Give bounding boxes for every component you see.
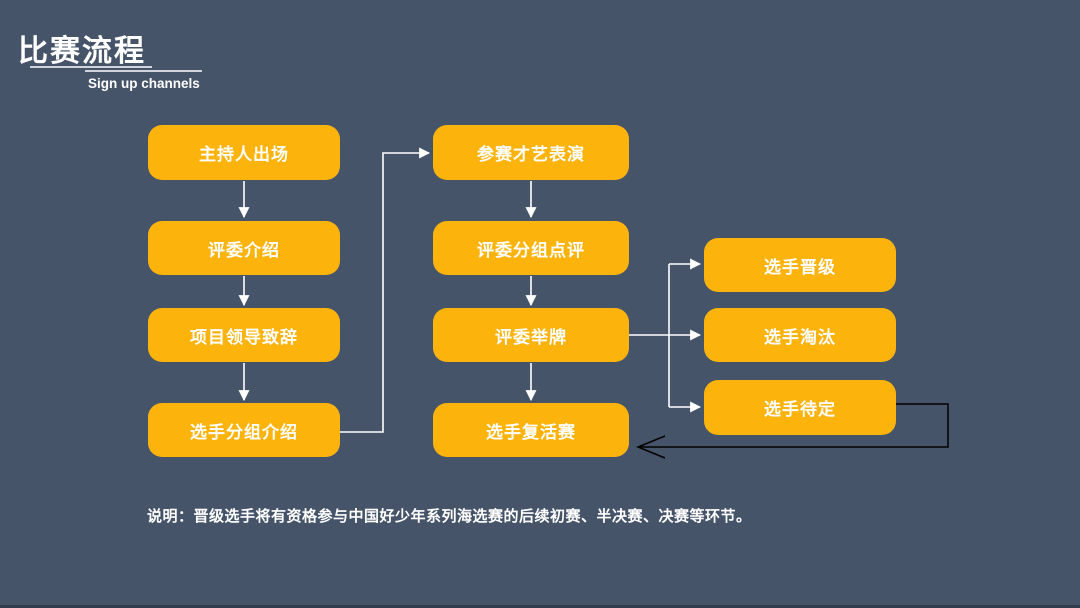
note-text: 说明：晋级选手将有资格参与中国好少年系列海选赛的后续初赛、半决赛、决赛等环节。: [147, 508, 752, 525]
node-leader-speech: 项目领导致辞: [148, 308, 340, 362]
node-player-pending: 选手待定: [704, 380, 896, 435]
node-label: 评委介绍: [208, 240, 280, 260]
node-label: 评委举牌: [495, 327, 567, 347]
node-label: 选手待定: [764, 400, 836, 419]
node-label: 参赛才艺表演: [477, 145, 585, 164]
page-subtitle: Sign up channels: [88, 76, 200, 91]
node-label: 选手复活赛: [486, 422, 576, 442]
node-judge-group-comment: 评委分组点评: [433, 221, 629, 275]
node-player-advance: 选手晋级: [704, 238, 896, 292]
node-player-grouping-intro: 选手分组介绍: [148, 403, 340, 457]
node-talent-performance: 参赛才艺表演: [433, 125, 629, 180]
node-judge-introduction: 评委介绍: [148, 221, 340, 275]
node-label: 选手晋级: [764, 257, 836, 277]
node-revival-match: 选手复活赛: [433, 403, 629, 457]
node-host-appearance: 主持人出场: [148, 125, 340, 180]
page-title: 比赛流程: [18, 35, 146, 68]
node-judge-raise-sign: 评委举牌: [433, 308, 629, 362]
node-player-eliminated: 选手淘汰: [704, 308, 896, 362]
connector-col1-to-col2: [340, 147, 431, 433]
node-label: 选手分组介绍: [190, 422, 298, 442]
node-label: 主持人出场: [199, 145, 289, 164]
feedback-arrowhead-icon: [636, 435, 666, 459]
node-label: 选手淘汰: [764, 327, 836, 347]
bottom-edge-divider: [0, 605, 1080, 608]
node-label: 评委分组点评: [477, 240, 585, 260]
node-label: 项目领导致辞: [190, 327, 298, 347]
